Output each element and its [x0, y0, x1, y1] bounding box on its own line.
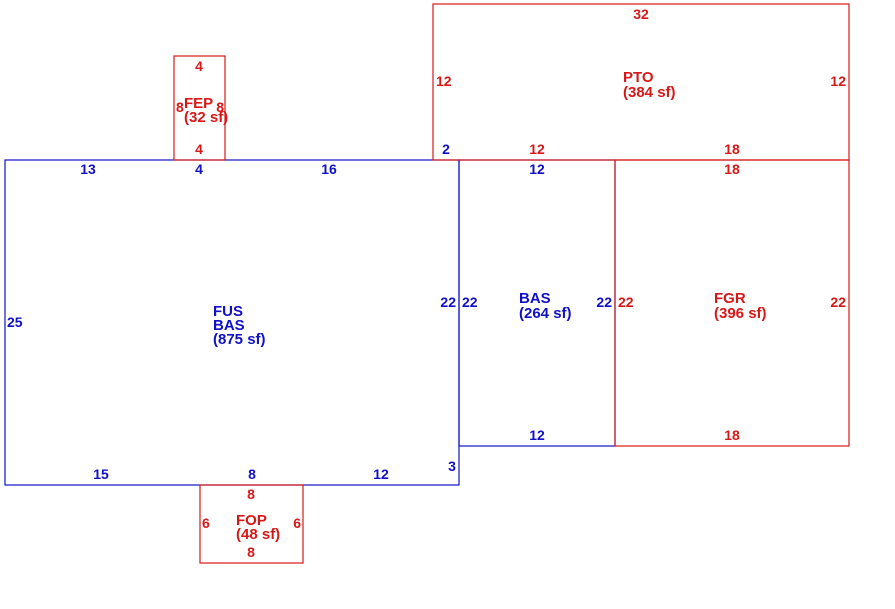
fgr-left-dim: 22 [618, 294, 634, 310]
fop-outline [199, 484, 304, 564]
fep-bottom-dim: 4 [195, 141, 203, 157]
fus-right-dim: 22 [440, 294, 456, 310]
fop-right-dim: 6 [293, 515, 301, 531]
fus-bas-code2: BAS [213, 317, 245, 334]
fop-left-dim: 6 [202, 515, 210, 531]
bas-area: (264 sf) [519, 305, 572, 322]
fus-top-dim-c: 16 [321, 161, 337, 177]
fgr-area: (396 sf) [714, 305, 767, 322]
pto-bottom-dim-b: 12 [529, 141, 545, 157]
fop-area: (48 sf) [236, 526, 280, 543]
fep-code: FEP [184, 95, 213, 112]
pto-left-dim: 12 [436, 73, 452, 89]
bas-left-dim: 22 [462, 294, 478, 310]
fep-outline [173, 55, 226, 161]
fop-top-dim: 8 [247, 486, 255, 502]
fus-bottom-dim-b: 8 [248, 466, 256, 482]
bas-bottom-dim: 12 [529, 427, 545, 443]
fop-code: FOP [236, 512, 267, 529]
fep-right-dim: 8 [216, 99, 224, 115]
fep-area: (32 sf) [184, 109, 228, 126]
bas-top-dim: 12 [529, 161, 545, 177]
fus-left-dim: 25 [7, 314, 23, 330]
pto-right-dim: 12 [830, 73, 846, 89]
fep-left-dim: 8 [176, 99, 184, 115]
pto-outline [432, 3, 850, 161]
pto-top-dim: 32 [633, 6, 649, 22]
bas-code: BAS [519, 290, 551, 307]
fus-top-dim-a: 13 [80, 161, 96, 177]
fus-bottom-step-dim: 3 [448, 458, 456, 474]
fus-top-dim-b: 4 [195, 161, 203, 177]
bas-right-dim: 22 [596, 294, 612, 310]
pto-code: PTO [623, 69, 654, 86]
fus-bas-area: (875 sf) [213, 331, 266, 348]
fus-bottom-dim-a: 15 [93, 466, 109, 482]
pto-bottom-dim-a: 2 [442, 141, 450, 157]
fep-top-dim: 4 [195, 58, 203, 74]
fus-bottom-dim-c: 12 [373, 466, 389, 482]
fgr-right-dim: 22 [830, 294, 846, 310]
fgr-code: FGR [714, 290, 746, 307]
fgr-top-dim: 18 [724, 161, 740, 177]
pto-bottom-dim-c: 18 [724, 141, 740, 157]
fus-bas-code1: FUS [213, 303, 243, 320]
pto-area: (384 sf) [623, 84, 676, 101]
fgr-bottom-dim: 18 [724, 427, 740, 443]
fop-bottom-dim: 8 [247, 544, 255, 560]
